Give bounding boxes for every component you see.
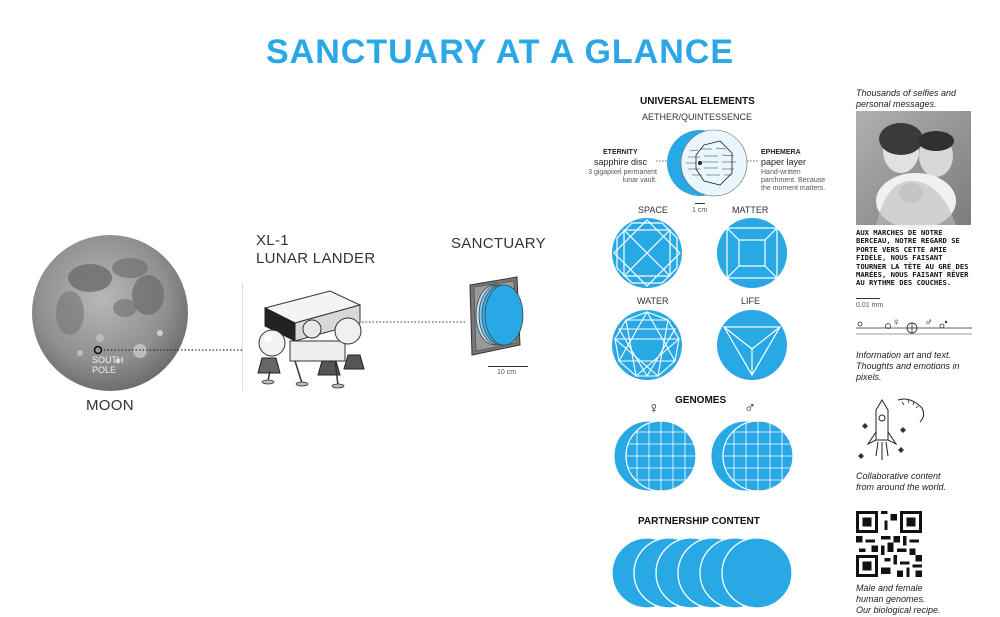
info-caption-line2: Thoughts and emotions in	[856, 361, 960, 371]
info-art-strip: ♀ ♂	[856, 319, 972, 335]
handwritten-line: TOURNER LA TÊTE AU GRÉ DES	[856, 261, 969, 271]
lander-label-line1: XL-1	[256, 232, 289, 249]
element-label-life: LIFE	[741, 296, 761, 306]
universal-heading: UNIVERSAL ELEMENTS	[640, 96, 755, 107]
handwritten-line: PORTE VERS CETTE AMIE	[856, 244, 947, 254]
ephemera-subtitle: paper layer	[761, 157, 807, 167]
lander-frame-line	[242, 283, 243, 391]
info-caption-line1: Information art and text.	[856, 350, 952, 360]
selfie-photo	[856, 111, 971, 229]
lander-illustration	[257, 290, 365, 389]
selfies-caption-line2: personal messages.	[856, 99, 937, 109]
element-label-water: WATER	[637, 296, 669, 306]
collab-caption-line2: from around the world.	[856, 482, 947, 492]
ephemera-desc2: parchment. Because	[761, 177, 826, 184]
ephemera-desc1: Hand-written	[761, 169, 801, 176]
eternity-title: ETERNITY	[603, 149, 638, 156]
genomes-heading: GENOMES	[675, 395, 727, 406]
element-label-matter: MATTER	[732, 205, 769, 215]
qr-code-icon	[856, 511, 922, 577]
sanctuary-illustration	[469, 276, 524, 356]
page-title: SANCTUARY AT A GLANCE	[265, 33, 735, 71]
svg-text:♀: ♀	[894, 319, 898, 326]
genome-caption-line2: human genomes.	[856, 594, 926, 604]
micro-scale-label: 0.01 mm	[856, 302, 884, 309]
rocket-doodle	[858, 398, 925, 460]
universal-subheading: AETHER/QUINTESSENCE	[642, 112, 753, 122]
element-label-space: SPACE	[638, 205, 668, 215]
ephemera-title: EPHEMERA	[761, 149, 801, 156]
female-symbol-icon: ♀	[648, 400, 660, 417]
sanctuary-scale-bar	[488, 366, 528, 367]
ephemera-desc3: the moment matters.	[761, 185, 826, 192]
lander-label-line2: LUNAR LANDER	[256, 250, 376, 267]
aether-disc	[656, 129, 758, 197]
eternity-subtitle: sapphire disc	[594, 157, 648, 167]
handwritten-message: AUX MARCHES DE NOTRE BERCEAU, NOTRE REGA…	[856, 228, 969, 288]
partnership-heading: PARTNERSHIP CONTENT	[638, 516, 760, 527]
male-genome-discs	[710, 420, 794, 492]
moon-label: MOON	[86, 397, 134, 414]
matter-disc	[717, 218, 787, 288]
water-disc	[612, 310, 682, 380]
eternity-desc2: lunar vault.	[622, 177, 657, 184]
selfies-caption-line1: Thousands of selfies and	[856, 88, 957, 98]
handwritten-line: BERCEAU, NOTRE REGARD SE	[856, 236, 960, 246]
genome-caption-line3: Our biological recipe.	[856, 605, 941, 615]
aether-scale-bar	[695, 203, 705, 204]
micro-scale-bar	[856, 298, 880, 299]
handwritten-line: AUX MARCHES DE NOTRE	[856, 228, 943, 237]
genome-caption-line1: Male and female	[856, 583, 923, 593]
info-caption-line3: pixels.	[856, 372, 882, 382]
sanctuary-scale-label: 10 cm	[497, 369, 517, 376]
sanctuary-label: SANCTUARY	[451, 235, 546, 252]
male-symbol-icon: ♂	[744, 400, 756, 417]
partnership-discs	[611, 537, 793, 609]
handwritten-line: AU RYTHME DES COUCHÉS.	[856, 278, 952, 288]
svg-text:♂: ♂	[926, 319, 931, 326]
moon-illustration	[32, 235, 188, 391]
aether-scale-label: 1 cm	[692, 207, 708, 214]
collab-caption-line1: Collaborative content	[856, 471, 941, 481]
eternity-desc1: 3 gigapixel permanent	[588, 169, 657, 176]
female-genome-discs	[613, 420, 697, 492]
handwritten-line: MARÉES, NOUS FAISANT RÊVER	[856, 270, 969, 280]
south-pole-marker	[93, 345, 103, 355]
space-disc	[612, 218, 682, 288]
handwritten-line: FIDÈLE, NOUS FAISANT	[856, 253, 943, 263]
life-disc	[717, 310, 787, 380]
south-pole-label: SOUTH POLE	[92, 355, 124, 375]
